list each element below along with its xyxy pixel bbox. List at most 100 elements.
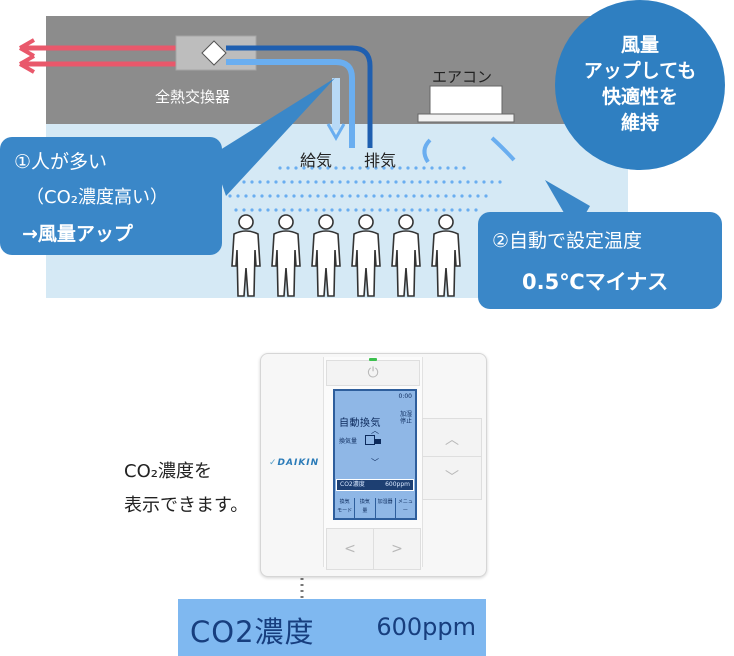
co2-dot <box>426 208 430 212</box>
co2-dot <box>268 194 272 198</box>
left-button[interactable]: < <box>326 528 374 570</box>
co2-dot <box>438 166 442 170</box>
co2-dot <box>474 180 478 184</box>
callout-right-line2: 0.5℃マイナス <box>522 270 669 294</box>
co2-dot <box>292 194 296 198</box>
power-icon: ⏻ <box>367 365 379 381</box>
aircon-panel <box>417 113 515 123</box>
co2-dot <box>348 194 352 198</box>
co2-dot <box>284 194 288 198</box>
co2-dot <box>420 194 424 198</box>
co2-dot <box>266 180 270 184</box>
co2-dot <box>252 194 256 198</box>
exhaust-duct <box>226 45 373 148</box>
co2-dot <box>404 194 408 198</box>
co2-dot <box>374 166 378 170</box>
co2-dot <box>370 180 374 184</box>
lcd-time: 0:00 <box>398 393 412 400</box>
lcd-menu-item: 換気 モード <box>335 498 356 518</box>
co2-dot <box>338 208 342 212</box>
lcd-co2-row: CO2濃度 600ppm <box>336 479 414 491</box>
co2-dot <box>300 194 304 198</box>
co2-dot <box>426 180 430 184</box>
co2-dot <box>450 208 454 212</box>
co2-dot <box>444 194 448 198</box>
lcd-menu-item: メニュー <box>397 499 413 514</box>
down-button[interactable]: ﹀ <box>422 456 482 500</box>
right-chevron-icon: > <box>391 541 403 557</box>
co2-dot <box>326 166 330 170</box>
co2-dot <box>402 208 406 212</box>
co2-dot <box>330 208 334 212</box>
co2-dot <box>474 208 478 212</box>
co2-dot <box>458 180 462 184</box>
co2-dot <box>498 180 502 184</box>
exhaust-arrow-head-2 <box>19 54 35 74</box>
co2-dot <box>434 208 438 212</box>
co2-dot <box>308 194 312 198</box>
co2-dot <box>380 194 384 198</box>
co2-dot <box>364 194 368 198</box>
co2-dot <box>382 166 386 170</box>
co2-dot <box>324 194 328 198</box>
left-chevron-icon: < <box>344 541 356 557</box>
co2-dot <box>458 208 462 212</box>
co2-dot <box>334 166 338 170</box>
callout-many-people: ①人が多い （CO₂濃度高い） →風量アップ <box>0 137 222 255</box>
co2-dot <box>330 180 334 184</box>
callout-left-line1: ①人が多い <box>14 151 108 173</box>
co2-dot <box>236 194 240 198</box>
co2-dot <box>314 208 318 212</box>
aircon-unit <box>429 85 503 117</box>
co2-dot <box>234 208 238 212</box>
supply-duct-a <box>226 59 355 148</box>
co2-dot <box>468 194 472 198</box>
co2-dot <box>346 208 350 212</box>
zoomed-co2-value: 600ppm <box>376 613 476 641</box>
lcd-title: 自動換気 <box>339 418 381 429</box>
co2-dot <box>302 166 306 170</box>
person-icon <box>231 214 261 297</box>
co2-dot <box>484 194 488 198</box>
co2-dot <box>398 166 402 170</box>
fan-icon <box>365 435 375 445</box>
person-icon <box>431 214 461 297</box>
co2-dot <box>318 166 322 170</box>
aircon-label: エアコン <box>432 68 493 86</box>
co2-dot <box>414 166 418 170</box>
co2-dots <box>228 166 502 212</box>
bubble-line-1: 風量 <box>620 34 659 56</box>
co2-dot <box>266 208 270 212</box>
power-led <box>369 358 377 361</box>
power-button[interactable]: ⏻ <box>326 360 420 386</box>
co2-dot <box>250 180 254 184</box>
co2-dot <box>442 208 446 212</box>
co2-dot <box>290 180 294 184</box>
callout-right-line1: ②自動で設定温度 <box>492 230 643 252</box>
exchanger-core <box>201 40 227 66</box>
co2-dot <box>260 194 264 198</box>
lcd-up-icon: ︿ <box>371 426 379 435</box>
co2-dot <box>454 166 458 170</box>
co2-dot <box>340 194 344 198</box>
up-button[interactable]: ︿ <box>422 418 482 462</box>
lcd-down-icon: ﹀ <box>371 458 379 467</box>
co2-dot <box>274 208 278 212</box>
co2-dot <box>244 194 248 198</box>
right-button[interactable]: > <box>373 528 421 570</box>
co2-dot <box>386 180 390 184</box>
co2-dot <box>282 208 286 212</box>
up-chevron-icon: ︿ <box>445 432 459 448</box>
daikin-logo: ✓DAIKIN <box>269 458 320 468</box>
co2-dot <box>294 166 298 170</box>
co2-dot <box>434 180 438 184</box>
co2-dot <box>372 194 376 198</box>
co2-dot <box>452 194 456 198</box>
co2-dot <box>358 166 362 170</box>
down-chevron-icon: ﹀ <box>445 470 459 486</box>
co2-dot <box>338 180 342 184</box>
supply-arrow-head <box>326 123 346 142</box>
